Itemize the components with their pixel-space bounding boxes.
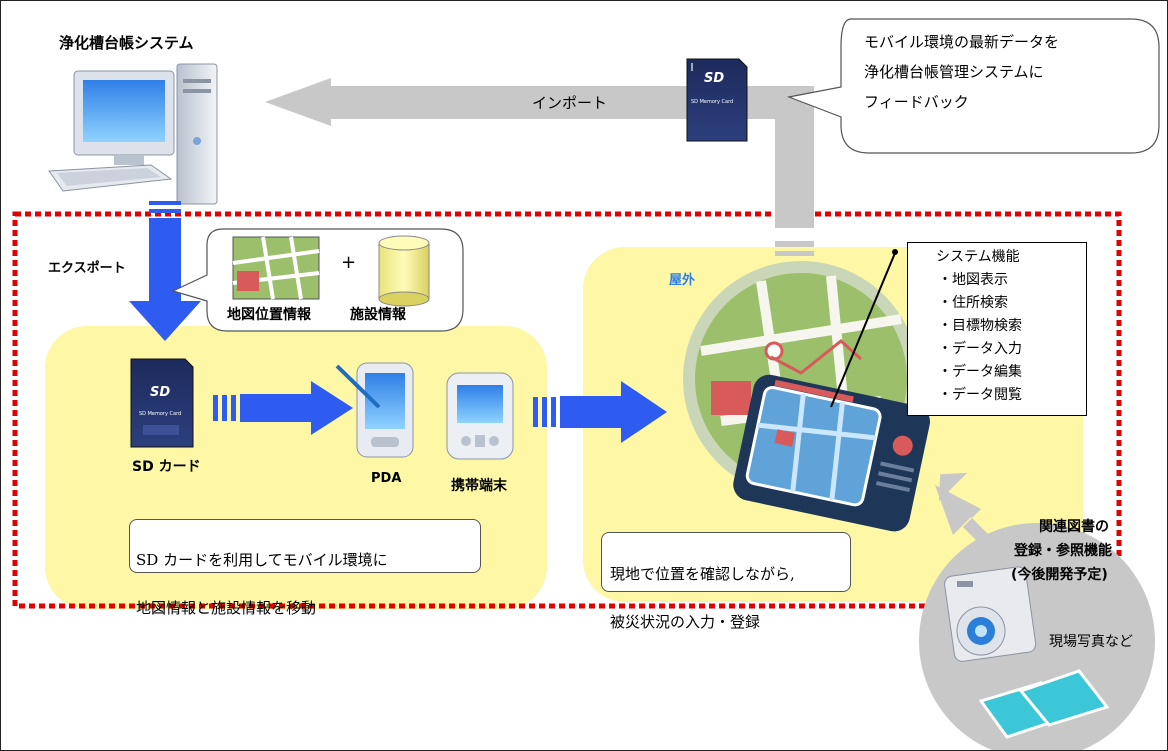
right-note-line2: 被災状況の入力・登録: [610, 613, 761, 631]
desktop-pc-icon: [48, 63, 218, 205]
import-arrow-dash1: [775, 241, 814, 247]
sd-to-pda-shaft: [240, 394, 312, 422]
to-outdoor-head: [621, 381, 667, 443]
facility-info-label: 施設情報: [350, 307, 406, 323]
photo-label: 現場写真など: [1049, 634, 1133, 650]
to-outdoor-dash1: [533, 397, 538, 427]
plus-sign: +: [341, 252, 357, 273]
mobile-environment-frame: [12, 211, 1122, 609]
import-arrow-dash2: [775, 251, 814, 256]
function-item: ・地図表示: [938, 272, 1008, 288]
left-note-line1: SD カードを利用してモバイル環境に: [136, 551, 388, 569]
export-arrow-head: [129, 301, 201, 341]
related-docs-line1: 関連図書の: [1039, 519, 1109, 535]
function-pointer-line: [830, 252, 896, 408]
sd-card-brand: SD: [704, 71, 725, 86]
function-item: ・目標物検索: [938, 318, 1022, 334]
sd-card-label: SD カード: [132, 459, 201, 475]
to-outdoor-dash2: [542, 397, 547, 427]
sd-to-pda-dash2: [222, 395, 227, 421]
function-pointer-dot: [892, 249, 898, 255]
to-outdoor-shaft: [560, 396, 622, 428]
map-info-label: 地図位置情報: [227, 307, 311, 323]
sd-to-pda-dash3: [231, 395, 236, 421]
sd-to-pda-head: [311, 381, 353, 435]
functions-title: システム機能: [936, 249, 1020, 265]
sd-card-brand-text: SD Memory Card: [691, 99, 734, 105]
sd-card-icon-import: [686, 58, 748, 142]
system-title: 浄化槽台帳システム: [59, 34, 194, 52]
feedback-bubble: [786, 18, 1160, 154]
import-arrow-riser: [775, 86, 814, 228]
left-note: SD カードを利用してモバイル環境に 地図情報と施設情報を移動: [129, 519, 481, 617]
feedback-line2: 浄化槽台帳管理システムに: [864, 63, 1044, 81]
sd-to-pda-dash1: [213, 395, 218, 421]
left-note-line2: 地図情報と施設情報を移動: [136, 599, 317, 617]
function-item: ・住所検索: [938, 295, 1008, 311]
related-docs-line3: (今後開発予定): [1011, 567, 1108, 583]
export-arrow-shaft: [149, 218, 181, 303]
import-arrow-head: [265, 78, 331, 126]
related-docs-line2: 登録・参照機能: [1014, 543, 1112, 559]
feedback-line1: モバイル環境の最新データを: [864, 33, 1060, 51]
camera-icon: [944, 566, 1037, 662]
outdoor-label: 屋外: [669, 273, 696, 288]
right-note: 現地で位置を確認しながら, 被災状況の入力・登録: [601, 532, 851, 631]
feedback-line3: フィードバック: [864, 93, 969, 111]
mobile-phone-icon: [446, 372, 514, 460]
function-item: ・データ閲覧: [938, 387, 1022, 403]
mobile-label: 携帯端末: [451, 478, 507, 494]
export-arrow-dash2: [149, 209, 181, 213]
sd-card-brand-left: SD: [150, 385, 171, 400]
export-arrow-dash1: [149, 201, 181, 205]
handheld-map-device-icon: [683, 261, 930, 532]
photo-prints-icon: [978, 669, 1110, 739]
pda-icon: [335, 362, 414, 458]
sd-card-icon: [130, 358, 194, 448]
function-item: ・データ編集: [938, 364, 1022, 380]
function-item: ・データ入力: [938, 341, 1022, 357]
map-thumbnail-icon: [232, 236, 320, 300]
system-functions-box: システム機能 ・地図表示 ・住所検索 ・目標物検索 ・データ入力 ・データ編集 …: [907, 242, 1087, 416]
to-outdoor-dash3: [551, 397, 556, 427]
sd-card-brand-text-left: SD Memory Card: [139, 411, 182, 417]
pda-label: PDA: [371, 471, 402, 486]
export-label: エクスポート: [48, 261, 126, 276]
import-label: インポート: [532, 94, 608, 112]
right-note-line1: 現地で位置を確認しながら,: [610, 565, 795, 583]
database-cylinder-icon: [378, 235, 430, 307]
